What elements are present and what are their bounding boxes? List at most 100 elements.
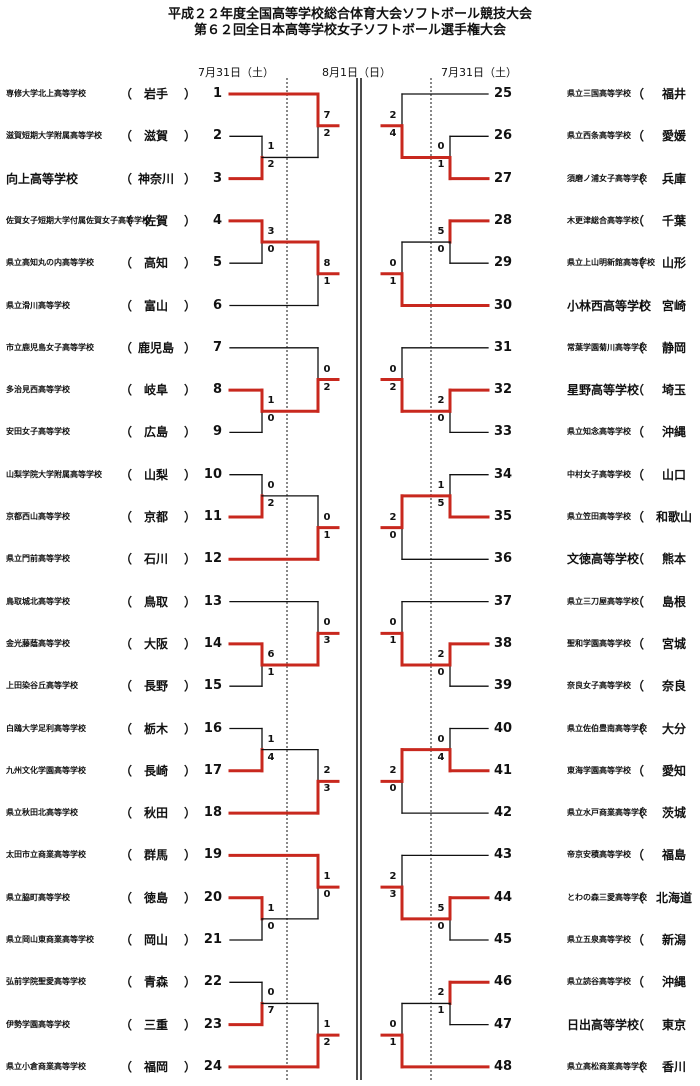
- paren-open: （: [632, 256, 645, 271]
- paren-open: （: [120, 425, 133, 440]
- team-number: 46: [494, 974, 513, 990]
- prefecture-label: 宮城: [661, 636, 686, 651]
- team-number: 47: [494, 1016, 513, 1032]
- team-number: 1: [212, 86, 222, 101]
- match-score: 0: [437, 244, 445, 256]
- match-score: 1: [437, 159, 445, 171]
- match-score: 2: [323, 127, 331, 139]
- paren-close: ）: [184, 213, 197, 228]
- paren-open: （: [120, 933, 133, 947]
- team-name: 金光藤蔭高等学校: [6, 638, 70, 648]
- match-score: 2: [267, 497, 275, 509]
- match-score: 1: [267, 141, 275, 153]
- paren-open: （: [120, 340, 133, 355]
- team-number: 30: [494, 297, 513, 313]
- paren-open: （: [120, 679, 133, 694]
- paren-open: （: [632, 213, 645, 228]
- match-score: 2: [323, 1037, 331, 1049]
- match-score: 7: [323, 109, 331, 121]
- prefecture-label: 滋賀: [143, 129, 168, 144]
- paren-open: （: [120, 1059, 133, 1074]
- team-name: 県立五泉高等学校: [567, 935, 631, 944]
- match-score: 0: [389, 617, 397, 629]
- team-number: 26: [494, 128, 513, 144]
- team-number: 45: [494, 932, 513, 947]
- paren-open: （: [120, 763, 133, 778]
- match-score: 4: [437, 751, 445, 763]
- paren-open: （: [120, 721, 133, 736]
- team-name: 県立佐伯豊南高等学校: [567, 723, 647, 733]
- prefecture-label: 秋田: [143, 806, 168, 821]
- team-name: 県立笠田高等学校: [567, 512, 631, 521]
- match-score: 1: [389, 1037, 397, 1049]
- team-name: 県立高知丸の内高等学校: [6, 258, 94, 268]
- match-score: 2: [389, 871, 397, 883]
- team-number: 37: [494, 593, 513, 609]
- prefecture-label: 千葉: [661, 213, 686, 228]
- prefecture-label: 徳島: [143, 890, 168, 905]
- paren-open: （: [632, 848, 645, 863]
- paren-open: （: [120, 298, 133, 313]
- team-number: 42: [494, 805, 513, 821]
- prefecture-label: 茨城: [661, 806, 686, 821]
- prefecture-label: 広島: [143, 425, 168, 440]
- prefecture-label: 栃木: [143, 721, 168, 736]
- date-center-round2: 8月1日（日）: [322, 66, 391, 79]
- prefecture-label: 愛媛: [661, 129, 686, 144]
- team-number: 15: [203, 678, 222, 694]
- match-score: 0: [267, 413, 275, 425]
- match-score: 0: [389, 257, 397, 269]
- paren-open: （: [120, 636, 133, 651]
- team-name: 聖和学園高等学校: [567, 638, 631, 648]
- match-score: 0: [437, 733, 445, 745]
- match-score: 4: [389, 127, 397, 139]
- team-name: 中村女子高等学校: [567, 469, 631, 479]
- team-name: 佐賀女子短期大学付属佐賀女子高等学校: [6, 215, 150, 225]
- team-name: 多治見西高等学校: [6, 385, 70, 395]
- team-number: 43: [494, 847, 513, 863]
- team-number: 28: [494, 212, 513, 228]
- match-score: 0: [437, 141, 445, 153]
- team-name: 県立秋田北高等学校: [6, 808, 78, 818]
- paren-open: （: [632, 806, 645, 821]
- team-name: 太田市立商業高等学校: [6, 850, 86, 860]
- title-block: 平成２２年度全国高等学校総合体育大会ソフトボール競技大会 第６２回全日本高等学校…: [0, 0, 700, 60]
- team-number: 19: [203, 847, 222, 863]
- match-score: 2: [389, 765, 397, 777]
- paren-open: （: [120, 848, 133, 863]
- match-score: 8: [323, 257, 331, 269]
- team-number: 4: [212, 212, 222, 228]
- team-name: 伊勢学園高等学校: [6, 1019, 70, 1029]
- match-score: 6: [267, 649, 275, 661]
- match-score: 0: [267, 479, 275, 491]
- prefecture-label: 奈良: [661, 679, 686, 694]
- prefecture-label: 佐賀: [143, 213, 168, 228]
- match-score: 1: [267, 733, 275, 745]
- prefecture-label: 埼玉: [661, 383, 686, 398]
- team-number: 40: [494, 720, 513, 736]
- match-score: 3: [389, 889, 397, 901]
- match-score: 1: [323, 1019, 331, 1031]
- paren-close: ）: [184, 975, 197, 990]
- team-number: 16: [203, 720, 222, 736]
- match-score: 2: [323, 381, 331, 393]
- match-score: 5: [437, 226, 445, 238]
- prefecture-label: 京都: [143, 510, 168, 524]
- match-score: 2: [437, 987, 445, 999]
- match-score: 0: [323, 363, 331, 375]
- team-number: 13: [203, 593, 222, 609]
- prefecture-label: 新潟: [661, 933, 686, 947]
- prefecture-label: 島根: [661, 594, 686, 609]
- team-name: 京都西山高等学校: [6, 512, 70, 521]
- paren-open: （: [632, 1059, 645, 1074]
- paren-close: ）: [184, 129, 197, 144]
- paren-close: ）: [184, 721, 197, 736]
- team-name: 県立上山明新館高等学校: [567, 258, 655, 268]
- prefecture-label: 山口: [661, 467, 686, 482]
- team-number: 5: [212, 255, 222, 271]
- team-name: 山梨学院大学附属高等学校: [6, 469, 102, 479]
- paren-open: （: [632, 763, 645, 778]
- team-name: 県立知念高等学校: [567, 427, 631, 437]
- paren-open: （: [120, 87, 133, 101]
